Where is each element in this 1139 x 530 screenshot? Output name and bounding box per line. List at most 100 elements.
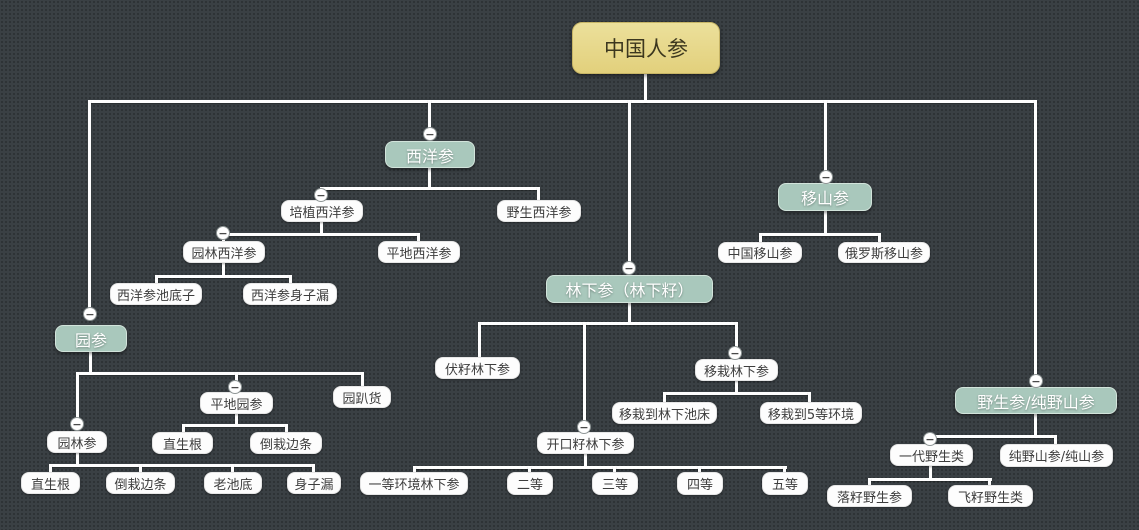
node-garden-forest-ginseng[interactable]: 园林参 [47, 431, 107, 453]
connector-line [663, 392, 810, 395]
connector-line [528, 466, 531, 473]
connector-line [868, 478, 871, 485]
node-inverted-biantiao-2[interactable]: 倒栽边条 [250, 432, 322, 454]
node-grade2[interactable]: 二等 [507, 472, 553, 495]
node-inverted-biantiao-1[interactable]: 倒栽边条 [106, 472, 175, 494]
connector-line [155, 275, 158, 283]
connector-line [231, 464, 234, 472]
connector-line [583, 322, 586, 427]
node-grade5[interactable]: 五等 [762, 472, 808, 495]
node-garden-pahuo[interactable]: 园趴货 [333, 386, 391, 408]
connector-line [89, 352, 92, 372]
collapse-icon-american-ginseng[interactable]: − [423, 127, 437, 141]
connector-line [644, 74, 647, 103]
connector-line [49, 464, 52, 472]
connector-line [759, 233, 762, 242]
node-body-leak[interactable]: 身子漏 [287, 472, 341, 494]
node-grade4[interactable]: 四等 [677, 472, 723, 495]
connector-line [478, 322, 738, 325]
connector-line [584, 454, 587, 466]
collapse-icon-forest-ginseng[interactable]: − [622, 261, 636, 275]
connector-line [320, 187, 540, 190]
connector-line [320, 222, 323, 233]
connector-line [613, 466, 616, 473]
connector-line [155, 275, 292, 278]
node-transplant-forest-ginseng[interactable]: 移栽林下参 [695, 359, 778, 381]
collapse-icon-transplant-forest-ginseng[interactable]: − [728, 346, 742, 360]
node-fuzi-forest-ginseng[interactable]: 伏籽林下参 [435, 357, 520, 379]
node-garden-american-ginseng[interactable]: 园林西洋参 [183, 241, 265, 263]
connector-line [49, 464, 315, 467]
collapse-icon-first-gen-wild[interactable]: − [923, 432, 937, 446]
connector-line [285, 424, 288, 433]
node-transplant-grade5-env[interactable]: 移栽到5等环境 [760, 402, 862, 424]
connector-line [76, 453, 79, 464]
node-russia-yishan-ginseng[interactable]: 俄罗斯移山参 [838, 242, 930, 263]
node-american-ginseng-body-leak[interactable]: 西洋参身子漏 [243, 283, 337, 305]
connector-line [428, 168, 431, 187]
collapse-icon-yishan-ginseng[interactable]: − [819, 170, 833, 184]
connector-line [235, 414, 238, 424]
connector-line [537, 187, 540, 200]
node-flatland-garden-ginseng[interactable]: 平地园参 [200, 392, 273, 414]
connector-line [289, 275, 292, 283]
connector-line [222, 263, 225, 275]
node-old-bed[interactable]: 老池底 [204, 472, 262, 494]
node-china-ginseng[interactable]: 中国人参 [572, 22, 720, 74]
connector-line [76, 372, 364, 375]
connector-line [235, 372, 238, 387]
connector-line [929, 435, 1057, 438]
node-grade1-env-forest-ginseng[interactable]: 一等环境林下参 [360, 472, 468, 495]
connector-line [628, 100, 631, 268]
collapse-icon-kaikouzi-forest-ginseng[interactable]: − [577, 420, 591, 434]
connector-line [417, 233, 420, 241]
node-straight-root-2[interactable]: 直生根 [152, 432, 213, 454]
connector-line [88, 100, 1037, 103]
node-kaikouzi-forest-ginseng[interactable]: 开口籽林下参 [537, 432, 634, 454]
node-china-yishan-ginseng[interactable]: 中国移山参 [718, 242, 802, 263]
node-american-ginseng-bed-bottom[interactable]: 西洋参池底子 [110, 283, 202, 305]
node-yishan-ginseng[interactable]: 移山参 [778, 183, 872, 211]
node-forest-ginseng[interactable]: 林下参（林下籽） [546, 275, 713, 303]
collapse-icon-garden-american-ginseng[interactable]: − [216, 226, 230, 240]
connector-line [478, 322, 481, 358]
connector-line [929, 466, 932, 478]
connector-line [413, 466, 787, 469]
node-straight-root-1[interactable]: 直生根 [21, 472, 80, 494]
collapse-icon-garden-ginseng[interactable]: − [83, 307, 97, 321]
connector-line [663, 392, 666, 402]
node-luozi-wild-ginseng[interactable]: 落籽野生参 [827, 485, 912, 507]
connector-line [878, 233, 881, 242]
connector-line [759, 233, 881, 236]
connector-line [413, 466, 416, 473]
connector-line [824, 100, 827, 177]
connector-line [182, 424, 185, 433]
connector-line [182, 424, 288, 427]
node-garden-ginseng[interactable]: 园参 [55, 325, 127, 352]
node-pure-wild-mountain-ginseng[interactable]: 纯野山参/纯山参 [1000, 444, 1113, 467]
connector-line [735, 322, 738, 353]
node-transplant-forest-bed[interactable]: 移栽到林下池床 [612, 402, 717, 424]
connector-line [139, 464, 142, 472]
node-cultivated-american-ginseng[interactable]: 培植西洋参 [281, 200, 363, 222]
connector-line [361, 372, 364, 386]
collapse-icon-cultivated-american-ginseng[interactable]: − [314, 188, 328, 202]
collapse-icon-wild-ginseng[interactable]: − [1029, 374, 1043, 388]
node-flatland-american-ginseng[interactable]: 平地西洋参 [378, 241, 460, 263]
connector-line [824, 211, 827, 233]
connector-line [868, 478, 992, 481]
node-american-ginseng[interactable]: 西洋参 [385, 141, 475, 168]
connector-line [1034, 414, 1037, 435]
collapse-icon-garden-forest-ginseng[interactable]: − [70, 417, 84, 431]
node-feizi-wild-ginseng[interactable]: 飞籽野生类 [948, 485, 1033, 507]
collapse-icon-flatland-garden-ginseng[interactable]: − [228, 380, 242, 394]
node-first-gen-wild[interactable]: 一代野生类 [890, 444, 973, 466]
connector-line [988, 478, 991, 485]
connector-line [783, 466, 786, 473]
node-wild-american-ginseng[interactable]: 野生西洋参 [497, 200, 581, 222]
connector-line [698, 466, 701, 473]
node-grade3[interactable]: 三等 [592, 472, 638, 495]
connector-line [628, 303, 631, 323]
node-wild-ginseng[interactable]: 野生参/纯野山参 [955, 387, 1117, 414]
